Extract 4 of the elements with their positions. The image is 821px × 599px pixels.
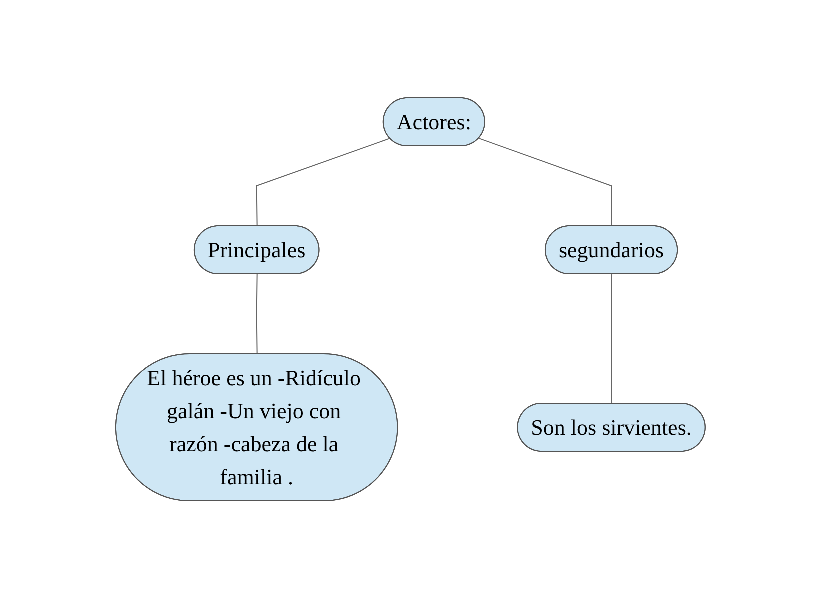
connector <box>610 274 612 404</box>
connector <box>478 138 612 227</box>
connector <box>256 138 390 227</box>
connector <box>256 274 258 355</box>
